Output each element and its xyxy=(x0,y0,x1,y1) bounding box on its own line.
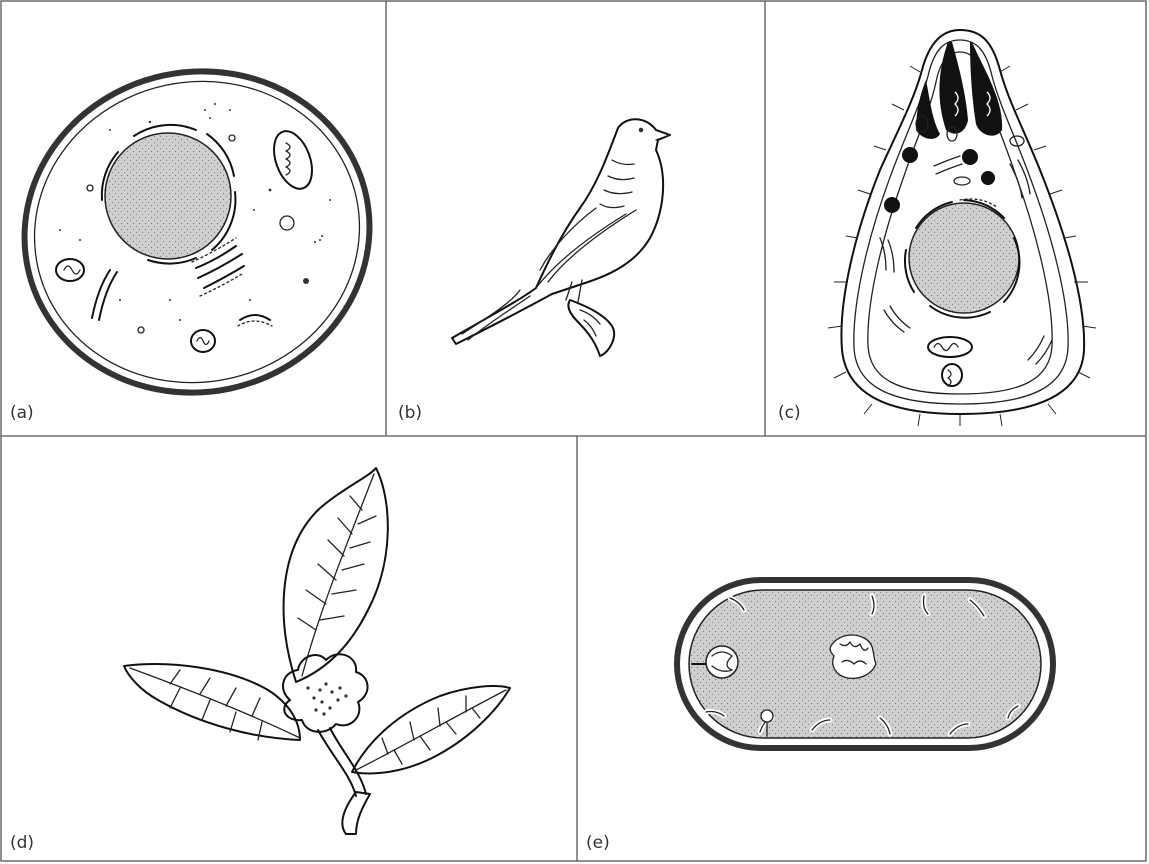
panel-d-plant: (d) xyxy=(10,468,510,853)
leaf xyxy=(124,664,300,740)
leaf xyxy=(284,468,388,682)
panel-e-bacterium: (e) xyxy=(586,580,1053,853)
dark-organelles xyxy=(884,42,1002,213)
nucleus xyxy=(909,203,1019,313)
panel-a-animal-cell: (a) xyxy=(0,40,399,425)
leaf xyxy=(352,686,510,773)
panel-label-d: (d) xyxy=(10,833,34,853)
nucleus xyxy=(105,133,231,259)
panel-label-b: (b) xyxy=(398,403,422,423)
panel-b-bird: (b) xyxy=(398,119,670,423)
panel-label-a: (a) xyxy=(10,403,34,423)
mitochondrion xyxy=(942,364,962,386)
panel-label-c: (c) xyxy=(778,403,801,423)
panel-label-e: (e) xyxy=(586,833,610,853)
panel-c-protist-cell: (c) xyxy=(778,30,1096,426)
mitochondrion xyxy=(928,337,972,357)
nucleoid xyxy=(830,635,876,678)
